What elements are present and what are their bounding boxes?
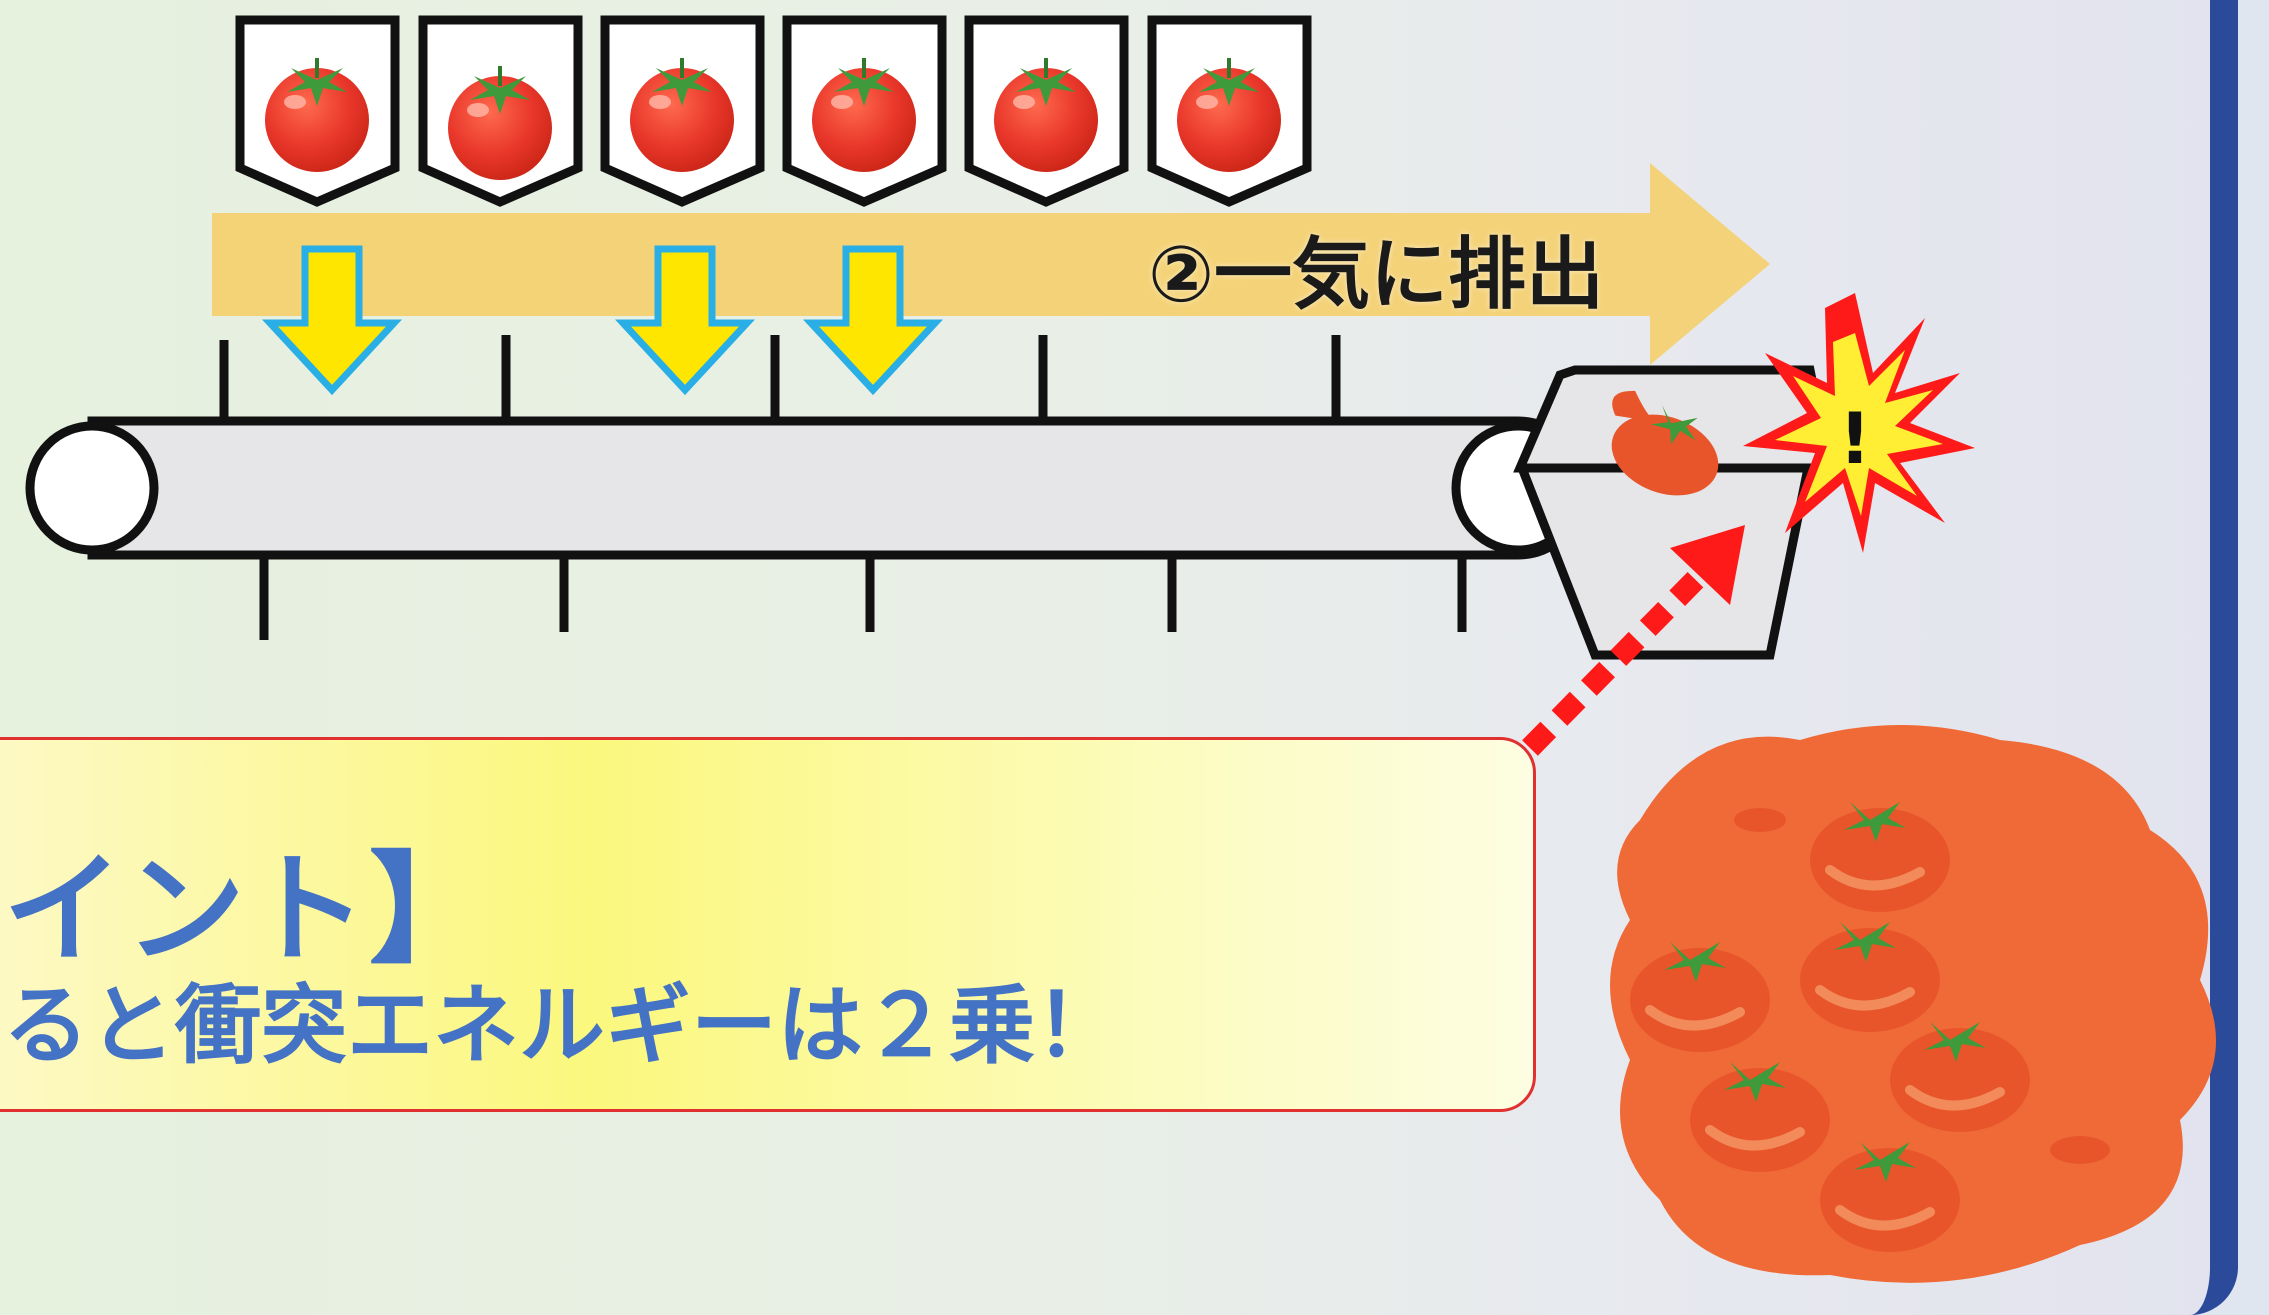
tomato-bin	[964, 15, 1129, 207]
tomato-bin-row	[235, 15, 1312, 207]
point-callout-box: イント】 ると衝突エネルギーは２乗！	[0, 737, 1536, 1112]
tomato-bin	[600, 15, 765, 207]
drop-arrow-icon	[802, 245, 944, 396]
tomato-bin	[782, 15, 947, 207]
drop-arrow-icon	[614, 245, 756, 396]
impact-arrow-icon	[1522, 525, 1745, 756]
conveyor-belt-icon	[25, 335, 1590, 640]
tomato-bin	[1147, 15, 1312, 207]
explosion-icon: !	[1743, 293, 1975, 553]
step-label: ②一気に排出	[1148, 230, 1605, 320]
tomato-bin	[418, 15, 583, 207]
drop-arrow-icon	[261, 245, 403, 396]
point-title: イント】	[3, 841, 491, 980]
tomato-bin	[235, 15, 400, 207]
collection-bin-icon	[1513, 365, 1836, 660]
flow-arrow-icon	[212, 163, 1770, 365]
falling-tomato-icon	[1611, 390, 1719, 496]
point-body: ると衝突エネルギーは２乗！	[3, 976, 1121, 1076]
warning-mark: !	[1839, 398, 1871, 480]
crushed-tomato-pile-icon	[1610, 725, 2216, 1283]
